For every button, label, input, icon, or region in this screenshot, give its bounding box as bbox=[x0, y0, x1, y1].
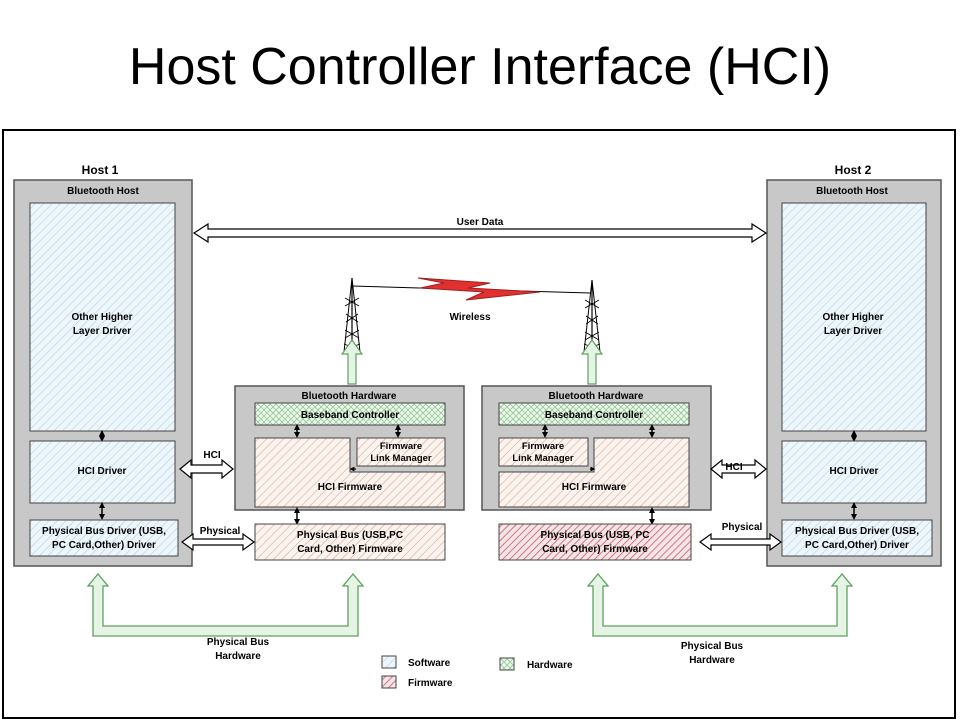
hw1-hci-firmware-label: HCI Firmware bbox=[318, 482, 383, 493]
host1-hci-driver-label: HCI Driver bbox=[78, 466, 127, 477]
host2-bus-driver-line1: Physical Bus Driver (USB, bbox=[795, 526, 919, 537]
hw2-lm-line1: Firmware bbox=[522, 441, 564, 452]
host1-title: Host 1 bbox=[82, 163, 119, 177]
hw2-hci-firmware-label: HCI Firmware bbox=[562, 482, 627, 493]
hw2-title: Bluetooth Hardware bbox=[548, 391, 643, 402]
physical-right-label: Physical bbox=[722, 522, 763, 533]
hw1-baseband-label: Baseband Controller bbox=[301, 410, 399, 421]
hw1-baseband-controller bbox=[254, 402, 446, 426]
legend-software-swatch bbox=[381, 655, 397, 669]
legend-hardware-label: Hardware bbox=[527, 660, 573, 671]
wireless-link: Wireless bbox=[340, 277, 604, 385]
bus-hw-right-line2: Hardware bbox=[689, 655, 735, 666]
host1-higher-layer-line1: Other Higher bbox=[71, 312, 132, 323]
host2-hci-driver-label: HCI Driver bbox=[830, 466, 879, 477]
lightning-bolt-icon bbox=[417, 277, 541, 301]
hw1-lm-line2: Link Manager bbox=[370, 453, 432, 464]
slide-title: Host Controller Interface (HCI) bbox=[128, 38, 832, 96]
user-data-label: User Data bbox=[457, 217, 504, 228]
legend-firmware-label: Firmware bbox=[408, 678, 453, 689]
hci-diagram: Host 1 Bluetooth Host Other Higher Layer… bbox=[2, 129, 956, 719]
hw1-bus-line2: Card, Other) Firmware bbox=[297, 544, 403, 555]
hw2-lm-line2: Link Manager bbox=[512, 453, 574, 464]
hw2-baseband-label: Baseband Controller bbox=[545, 410, 643, 421]
host2-higher-layer-line2: Layer Driver bbox=[824, 326, 882, 337]
host1-physical-bus-driver bbox=[29, 519, 179, 557]
host2-title: Host 2 bbox=[835, 163, 872, 177]
physical-bus-hardware-left: Physical Bus Hardware bbox=[86, 572, 365, 662]
host1-bus-driver-line1: Physical Bus Driver (USB, bbox=[42, 526, 166, 537]
host2-higher-layer-line1: Other Higher bbox=[822, 312, 883, 323]
host1-bus-driver-line2: PC Card,Other) Driver bbox=[52, 540, 156, 551]
hw1-lm-line1: Firmware bbox=[380, 441, 422, 452]
antenna-left-feed-arrow bbox=[340, 338, 364, 385]
physical-left-label: Physical bbox=[200, 526, 241, 537]
legend-hardware-swatch bbox=[499, 657, 515, 671]
host1-higher-layer-line2: Layer Driver bbox=[73, 326, 131, 337]
host2-hci-driver bbox=[781, 440, 927, 504]
hci-right-label: HCI bbox=[725, 462, 742, 473]
hw2-bus-line2: Card, Other) Firmware bbox=[542, 544, 648, 555]
bluetooth-hardware-2: Bluetooth Hardware Baseband Controller H… bbox=[481, 385, 712, 561]
bus-hw-right-line1: Physical Bus bbox=[681, 641, 744, 652]
interface-arrows: HCI HCI Physical Physical bbox=[179, 450, 783, 552]
legend: Software Firmware Hardware bbox=[381, 655, 573, 689]
host1-bluetooth-host-label: Bluetooth Host bbox=[67, 186, 139, 197]
host2-bluetooth-host-label: Bluetooth Host bbox=[816, 186, 888, 197]
physical-arrow-right bbox=[698, 532, 783, 552]
hw2-physical-bus-firmware bbox=[498, 523, 692, 561]
hci-arrow-right bbox=[710, 458, 767, 480]
hci-left-label: HCI bbox=[203, 450, 220, 461]
host2-higher-layer-driver bbox=[781, 202, 927, 432]
host2-bus-driver-line2: PC Card,Other) Driver bbox=[805, 540, 909, 551]
host2: Host 2 Bluetooth Host Other Higher Layer… bbox=[766, 163, 942, 567]
hw1-firmware-link-manager bbox=[356, 437, 446, 467]
hw1-title: Bluetooth Hardware bbox=[301, 391, 396, 402]
physical-bus-hardware-right: Physical Bus Hardware bbox=[586, 572, 854, 666]
host1: Host 1 Bluetooth Host Other Higher Layer… bbox=[13, 163, 193, 567]
hw2-bus-line1: Physical Bus (USB, PC bbox=[541, 530, 650, 541]
antenna-right-feed-arrow bbox=[580, 338, 604, 385]
legend-software-label: Software bbox=[408, 658, 451, 669]
hw1-physical-bus-firmware bbox=[254, 523, 446, 561]
physical-arrow-left bbox=[180, 532, 256, 552]
hw1-bus-line1: Physical Bus (USB,PC bbox=[297, 530, 403, 541]
hw2-hci-firmware bbox=[498, 437, 690, 508]
host1-hci-driver bbox=[29, 440, 176, 504]
wireless-label: Wireless bbox=[449, 312, 490, 323]
hw2-baseband-controller bbox=[498, 402, 690, 426]
user-data-arrow: User Data bbox=[192, 217, 768, 244]
bus-hw-left-line1: Physical Bus bbox=[207, 637, 270, 648]
hci-arrow-left bbox=[179, 458, 234, 480]
bluetooth-hardware-1: Bluetooth Hardware Baseband Controller H… bbox=[234, 385, 465, 561]
legend-firmware-swatch bbox=[381, 675, 397, 689]
hw1-hci-firmware bbox=[254, 437, 446, 508]
bus-hw-left-line2: Hardware bbox=[215, 651, 261, 662]
host1-higher-layer-driver bbox=[29, 202, 176, 432]
hw2-firmware-link-manager bbox=[498, 437, 589, 467]
host2-physical-bus-driver bbox=[781, 519, 933, 557]
